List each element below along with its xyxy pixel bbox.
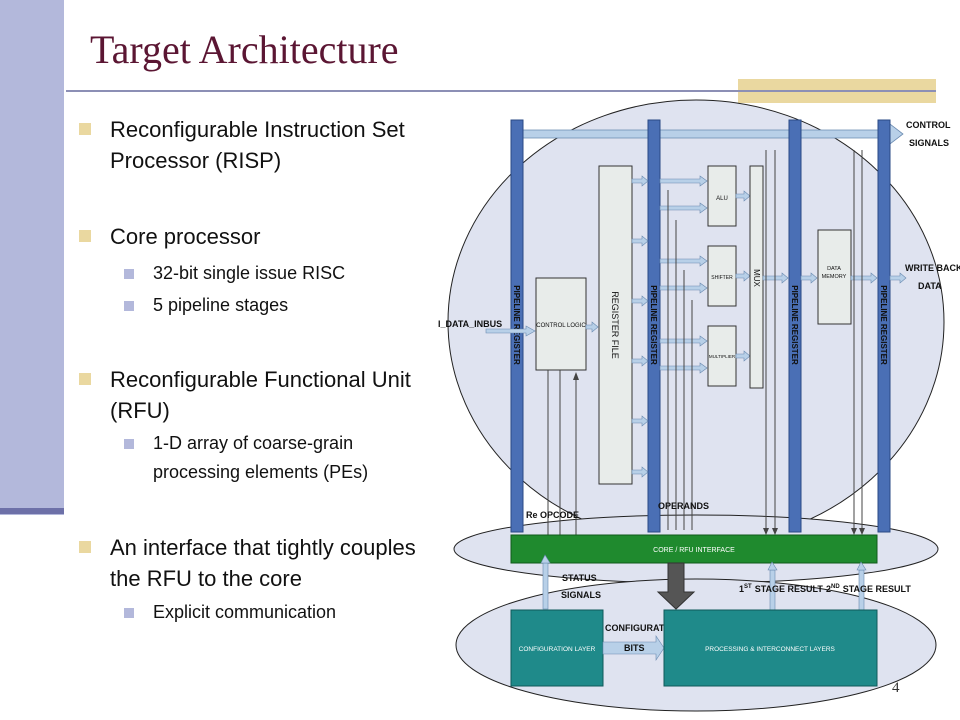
pipeline-register: PIPELINE REGISTER <box>510 119 524 533</box>
status-signals-label: SIGNALS <box>561 590 601 600</box>
left-decorative-bar <box>0 0 64 515</box>
pipeline-register-label: PIPELINE REGISTER <box>790 285 799 365</box>
sub-bullet-text: processing elements (PEs) <box>153 462 369 482</box>
title-rule <box>66 90 936 92</box>
page-number: 4 <box>892 680 900 696</box>
register-file-label: REGISTER FILE <box>610 291 620 359</box>
bullet-risp: Reconfigurable Instruction Set Processor… <box>79 114 405 176</box>
connection-arrowheads <box>573 372 865 535</box>
sub-bullet-array: 1-D array of coarse-grain processing ele… <box>123 429 369 487</box>
connection-lines <box>547 150 863 540</box>
slide-title: Target Architecture <box>90 27 399 72</box>
sub-bullet-text: 32-bit single issue RISC <box>153 263 346 283</box>
bullet-text: Reconfigurable Instruction Set <box>110 117 405 142</box>
bullet-interface: An interface that tightly couples the RF… <box>79 532 416 594</box>
pipeline-register: PIPELINE REGISTER <box>647 119 661 533</box>
control-signals-label: SIGNALS <box>909 138 949 148</box>
memory-arrows <box>800 272 907 284</box>
write-back-label: WRITE BACK <box>905 263 960 273</box>
pipeline-register-label: PIPELINE REGISTER <box>879 285 888 365</box>
sub-bullet-text: 5 pipeline stages <box>153 295 289 315</box>
operands-label: OPERANDS <box>658 501 709 511</box>
data-inbus-label: I_DATA_INBUS <box>438 319 502 329</box>
interface-label: CORE / RFU INTERFACE <box>653 547 735 554</box>
data-memory-block <box>817 229 852 325</box>
control-to-regfile-arrow <box>585 321 599 333</box>
bullet-text: Processor (RISP) <box>110 148 282 173</box>
pipeline-register-label: PIPELINE REGISTER <box>512 285 521 365</box>
left-bar-edge <box>0 508 64 514</box>
control-logic-block <box>535 277 587 371</box>
shifter-label: SHIFTER <box>711 275 733 281</box>
register-file-block <box>598 165 633 485</box>
pipeline-register-label: PIPELINE REGISTER <box>649 285 658 365</box>
alu-block <box>707 165 737 227</box>
multiplier-label: MULTIPLIER <box>709 354 736 359</box>
core-rfu-interface-bar <box>510 534 878 564</box>
pipeline-register: PIPELINE REGISTER <box>877 119 891 533</box>
register-file-outputs <box>631 175 649 478</box>
re-opcode-label: Re OPCODE <box>526 510 579 520</box>
bullet-rfu: Reconfigurable Functional Unit (RFU) <box>79 364 411 426</box>
bullet-core-processor: Core processor <box>78 221 261 252</box>
data-memory-label: MEMORY <box>822 274 847 280</box>
interface-to-rfu-arrow <box>656 562 696 610</box>
sub-bullet-text: Explicit communication <box>153 602 337 622</box>
control-logic-label: CONTROL LOGIC <box>536 323 586 329</box>
sub-bullet-explicit: Explicit communication <box>123 598 337 627</box>
sub-bullet-pipeline: 5 pipeline stages <box>123 291 289 320</box>
mux-label: MUX <box>752 269 761 287</box>
configuration-layer-label: CONFIGURATION LAYER <box>519 646 596 653</box>
status-signals-arrow <box>540 554 551 610</box>
pipeline-register: PIPELINE REGISTER <box>788 119 802 533</box>
configuration-bits-label: BITS <box>624 643 645 653</box>
shifter-block <box>707 245 737 307</box>
bullet-text: An interface that tightly couples <box>110 535 416 560</box>
processing-interconnect-block <box>663 609 878 687</box>
alu-label: ALU <box>716 196 728 202</box>
processing-interconnect-label: PROCESSING & INTERCONNECT LAYERS <box>705 646 835 653</box>
sub-bullet-risc: 32-bit single issue RISC <box>123 259 346 288</box>
bullet-text: Core processor <box>110 224 261 249</box>
control-signals-label: CONTROL <box>906 120 951 130</box>
write-back-label: DATA <box>918 281 942 291</box>
configuration-bits-arrow <box>602 635 665 661</box>
status-signals-label: STATUS <box>562 573 597 583</box>
data-memory-label: DATA <box>827 266 841 272</box>
bullet-text: (RFU) <box>110 398 170 423</box>
configuration-bits-label: CONFIGURATION <box>605 623 680 633</box>
bullet-text: Reconfigurable Functional Unit <box>110 367 411 392</box>
data-inbus-arrow <box>485 325 536 337</box>
sub-bullet-text: 1-D array of coarse-grain <box>153 433 354 453</box>
bullet-text: the RFU to the core <box>110 566 302 591</box>
